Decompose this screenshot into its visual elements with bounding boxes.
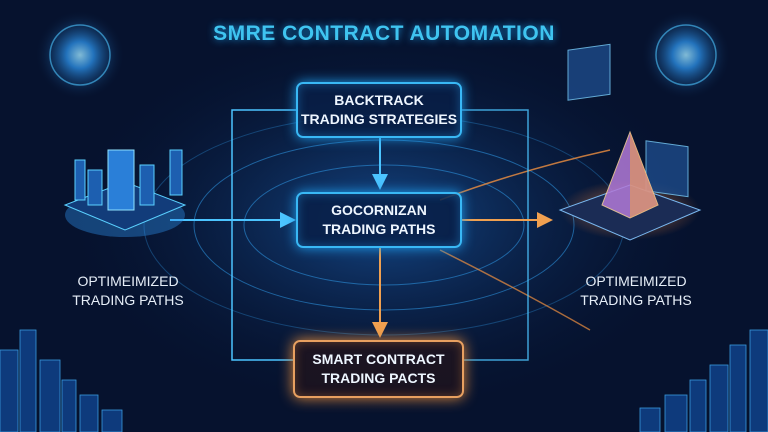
box-line2: TRADING PACTS — [321, 370, 436, 386]
left-label: OPTIMEIMIZED TRADING PATHS — [38, 272, 218, 310]
pyramid-platform-right-icon — [558, 43, 702, 241]
left-label-line1: OPTIMEIMIZED — [77, 273, 179, 289]
box-line1: GOCORNIZAN — [331, 202, 427, 218]
left-label-line2: TRADING PATHS — [72, 292, 184, 308]
backtrack-box: BACKTRACK TRADING STRATEGIES — [296, 82, 462, 138]
box-line2: TRADING STRATEGIES — [300, 111, 458, 127]
right-label-line1: OPTIMEIMIZED — [585, 273, 687, 289]
box-line1: SMART CONTRACT — [312, 351, 445, 367]
box-line2: TRADING PATHS — [322, 221, 436, 237]
smart-contract-box: SMART CONTRACT TRADING PACTS — [293, 340, 464, 398]
glow-orb-right-icon — [641, 10, 731, 100]
box-line1: BACKTRACK — [334, 92, 424, 108]
city-platform-left-icon — [63, 149, 187, 237]
skyline-left-icon — [0, 329, 123, 432]
trading-paths-box: GOCORNIZAN TRADING PATHS — [296, 192, 462, 248]
diagram-title: SMRE CONTRACT AUTOMATION — [213, 22, 555, 45]
skyline-right-icon — [639, 329, 768, 432]
right-label: OPTIMEIMIZED TRADING PATHS — [546, 272, 726, 310]
right-label-line2: TRADING PATHS — [580, 292, 692, 308]
glow-orb-left-icon — [35, 10, 125, 100]
